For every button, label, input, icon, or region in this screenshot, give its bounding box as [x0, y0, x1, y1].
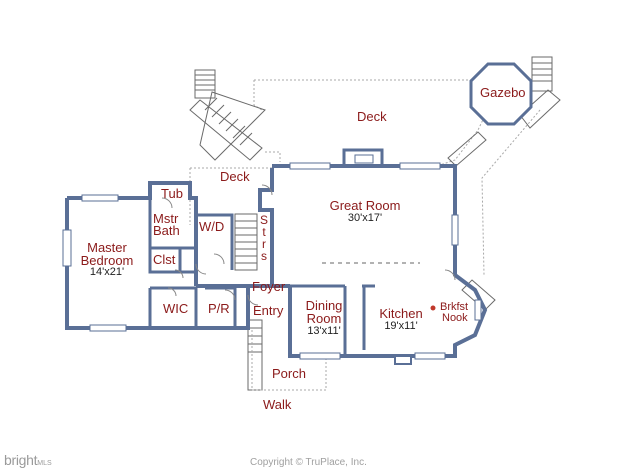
stairs-letter-4: s: [261, 249, 267, 263]
gazebo-label: Gazebo: [480, 85, 526, 100]
brkfst-marker-dot: [430, 305, 436, 311]
porch-outline: [251, 330, 327, 391]
great-room-dimensions: 30'x17': [347, 212, 383, 224]
deck-upper-label: Deck: [357, 109, 387, 124]
mstr-bath-label-line2: Bath: [153, 223, 180, 238]
wd-label: W/D: [199, 219, 225, 234]
windows: [62, 148, 482, 365]
deck-stairs: [189, 56, 561, 311]
stairs-letter-1: S: [259, 213, 268, 227]
entry-label: Entry: [253, 303, 284, 318]
foyer-label: Foyer: [252, 279, 286, 294]
watermark-suffix-text: MLS: [37, 460, 52, 467]
door-swings: [161, 184, 456, 306]
interior-stairs: [234, 213, 263, 391]
master-bedroom-label-line1: Master: [87, 240, 127, 255]
kitchen-label: Kitchen: [379, 306, 423, 321]
stairs-letter-3: r: [262, 237, 266, 251]
master-bedroom-label-line2: Bedroom: [80, 253, 134, 268]
tub-label: Tub: [161, 186, 183, 201]
mstr-bath-label-line1: Mstr: [153, 211, 179, 226]
great-room-label: Great Room: [329, 198, 401, 213]
dining-room-label-line1: Dining: [305, 298, 343, 313]
stairs-letter-2: t: [262, 225, 266, 239]
pr-label: P/R: [208, 301, 230, 316]
walk-label: Walk: [263, 397, 292, 412]
deck-left-label: Deck: [220, 169, 250, 184]
bright-mls-watermark: brightMLS: [4, 452, 52, 468]
copyright-text: Copyright © TruPlace, Inc.: [250, 457, 367, 468]
brkfst-nook-label-line1: Brkfst: [440, 301, 469, 313]
dining-room-label-line2: Room: [306, 311, 342, 326]
clst-label: Clst: [153, 252, 176, 267]
brkfst-nook-label-line2: Nook: [442, 312, 468, 324]
dining-room-dimensions: 13'x11': [307, 325, 341, 337]
kitchen-dimensions: 19'x11': [384, 320, 418, 332]
gazebo-outline: [469, 62, 533, 126]
watermark-main-text: bright: [4, 452, 38, 468]
porch-label: Porch: [272, 366, 306, 381]
master-bedroom-dimensions: 14'x21': [89, 266, 125, 278]
wic-label: WIC: [163, 301, 189, 316]
